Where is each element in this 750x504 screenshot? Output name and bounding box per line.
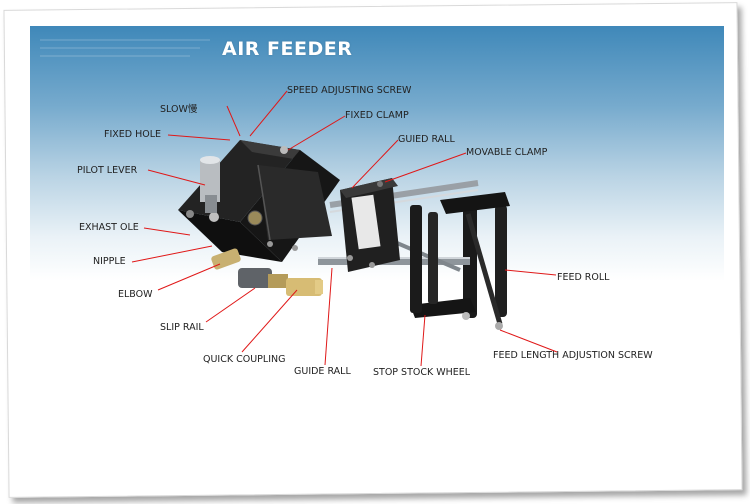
label-guide-rall: GUIDE RALL <box>294 366 351 377</box>
label-feed-length-adjustion-screw: FEED LENGTH ADJUSTION SCREW <box>493 350 653 361</box>
stop-stock-wheel <box>410 205 422 313</box>
label-fixed-clamp: FIXED CLAMP <box>345 110 409 121</box>
label-guied-rall: GUIED RALL <box>398 134 455 145</box>
label-quick-coupling: QUICK COUPLING <box>203 354 286 365</box>
label-movable-clamp: MOVABLE CLAMP <box>466 147 548 158</box>
label-stop-stock-wheel: STOP STOCK WHEEL <box>373 367 471 378</box>
label-pilot-lever: PILOT LEVER <box>77 165 138 176</box>
page-title: AIR FEEDER <box>222 38 353 60</box>
label-slip-rail: SLIP RAIL <box>160 322 204 333</box>
feed-roll-assembly <box>410 192 510 330</box>
movable-clamp <box>340 178 400 272</box>
fixed-clamp-block <box>178 140 340 262</box>
quick-coupling-fitting <box>211 248 323 296</box>
label-nipple: NIPPLE <box>93 256 126 267</box>
label-slow: SLOW慢 <box>160 104 198 115</box>
leader-lines <box>131 90 558 367</box>
pilot-lever-cylinder <box>200 156 220 213</box>
label-exhast-ole: EXHAST OLE <box>79 222 139 233</box>
label-fixed-hole: FIXED HOLE <box>104 129 162 140</box>
label-speed-adjusting-screw: SPEED ADJUSTING SCREW <box>287 85 412 96</box>
label-feed-roll: FEED ROLL <box>557 272 610 283</box>
label-elbow: ELBOW <box>118 289 153 300</box>
machine-drawing <box>178 140 510 330</box>
